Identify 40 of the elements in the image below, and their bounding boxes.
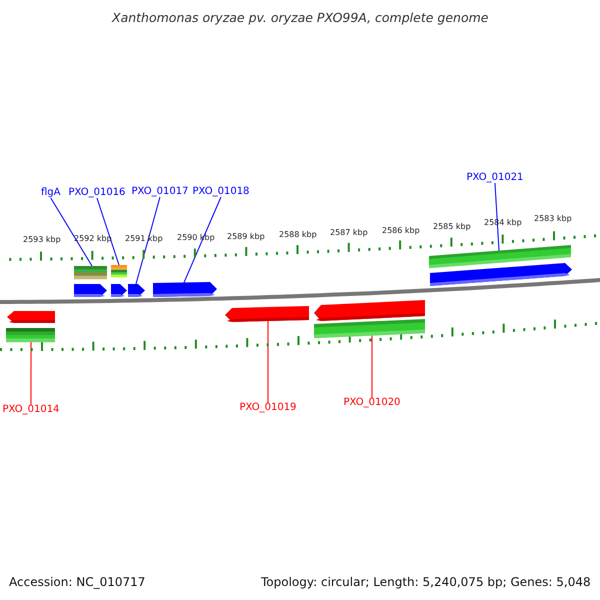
gene-feature-bar (314, 319, 425, 338)
gene-block (314, 300, 425, 321)
scale-label: 2583 kbp (534, 215, 572, 223)
gene-label: PXO_01016 (68, 188, 126, 198)
gene-block (111, 284, 127, 297)
gene-feature-bar (6, 328, 55, 342)
gene-label: PXO_01014 (2, 405, 60, 415)
gene-label: PXO_01019 (240, 403, 296, 413)
gene-feature-bar (74, 266, 107, 280)
leader-line (267, 320, 268, 404)
gene-label: PXO_01020 (344, 398, 400, 408)
scale-label: 2587 kbp (330, 229, 368, 237)
leader-line (371, 334, 372, 398)
scale-label: 2585 kbp (433, 223, 471, 231)
scale-label: 2589 kbp (227, 233, 265, 241)
leader-line (184, 196, 222, 284)
leader-line (30, 342, 32, 406)
gene-block (225, 306, 309, 322)
gene-block (430, 263, 572, 286)
scale-label: 2588 kbp (279, 231, 317, 239)
scale-label: 2591 kbp (125, 235, 163, 243)
gene-label: PXO_01018 (192, 187, 250, 197)
gene-block (74, 284, 107, 297)
leader-line (136, 196, 160, 284)
scale-label: 2586 kbp (382, 227, 420, 235)
diagram-title: Xanthomonas oryzae pv. oryzae PXO99A, complete genome (112, 12, 488, 24)
gene-block (153, 282, 217, 297)
gene-label: PXO_01017 (132, 187, 188, 197)
footer-text: Accession: NC_010717 (9, 576, 146, 588)
leader-line (494, 182, 500, 252)
footer-text: Topology: circular; Length: 5,240,075 bp; Genes: 5,048 (261, 576, 591, 588)
gene-label: PXO_01021 (466, 173, 524, 183)
gene-feature-bar (429, 245, 571, 268)
leader-line (50, 198, 92, 266)
leader-line (96, 198, 120, 266)
gene-block (128, 284, 145, 297)
scale-label: 2593 kbp (23, 236, 61, 244)
gene-feature-bar (111, 265, 127, 278)
gene-label: flgA (41, 188, 60, 198)
gene-block (7, 311, 55, 323)
